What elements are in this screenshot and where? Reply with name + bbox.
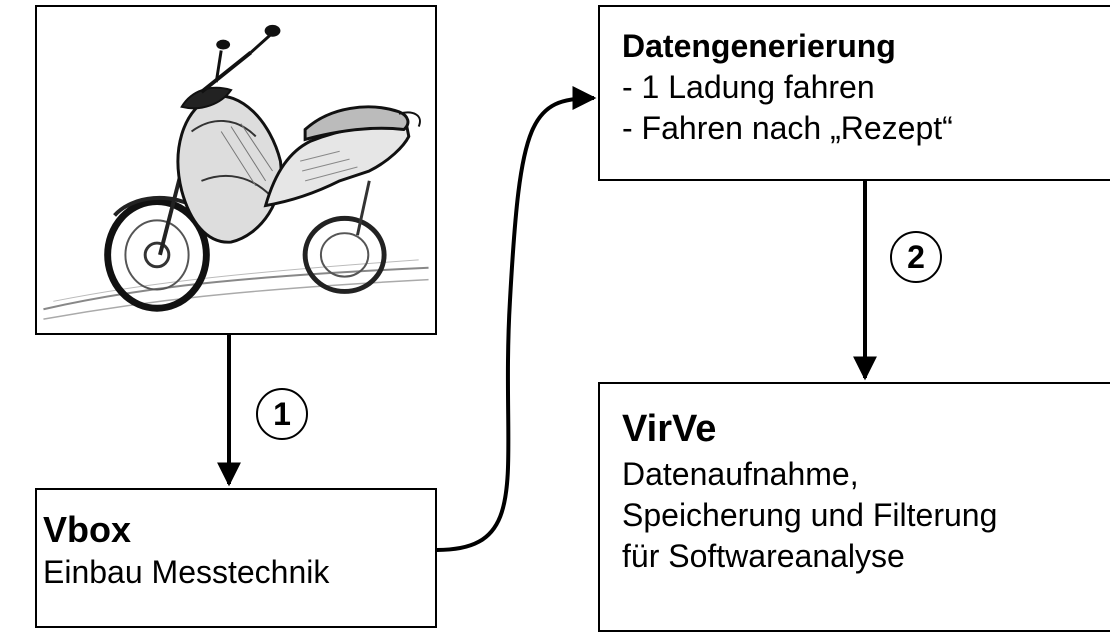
virve-line: für Softwareanalyse xyxy=(622,538,905,574)
virve-line: Speicherung und Filterung xyxy=(622,497,998,533)
vbox-box: Vbox Einbau Messtechnik xyxy=(35,488,437,628)
step-2-badge: 2 xyxy=(890,231,942,283)
scooter-sketch-image xyxy=(43,24,429,320)
datengenerierung-box: Datengenerierung - 1 Ladung fahren - Fah… xyxy=(598,5,1110,181)
datengenerierung-title: Datengenerierung xyxy=(622,28,896,64)
vbox-description: Einbau Messtechnik xyxy=(43,554,330,590)
virve-line: Datenaufnahme, xyxy=(622,456,859,492)
virve-title: VirVe xyxy=(622,408,717,450)
connectors xyxy=(217,86,877,552)
arrow-vbox-to-datengenerierung xyxy=(436,86,597,552)
vbox-title: Vbox xyxy=(43,509,132,550)
virve-box: VirVe Datenaufnahme, Speicherung und Fil… xyxy=(598,382,1110,632)
step-1-badge: 1 xyxy=(256,388,308,440)
datengenerierung-item: - 1 Ladung fahren xyxy=(622,69,875,105)
datengenerierung-item: - Fahren nach „Rezept“ xyxy=(622,110,953,146)
scooter-image-box xyxy=(35,5,437,335)
